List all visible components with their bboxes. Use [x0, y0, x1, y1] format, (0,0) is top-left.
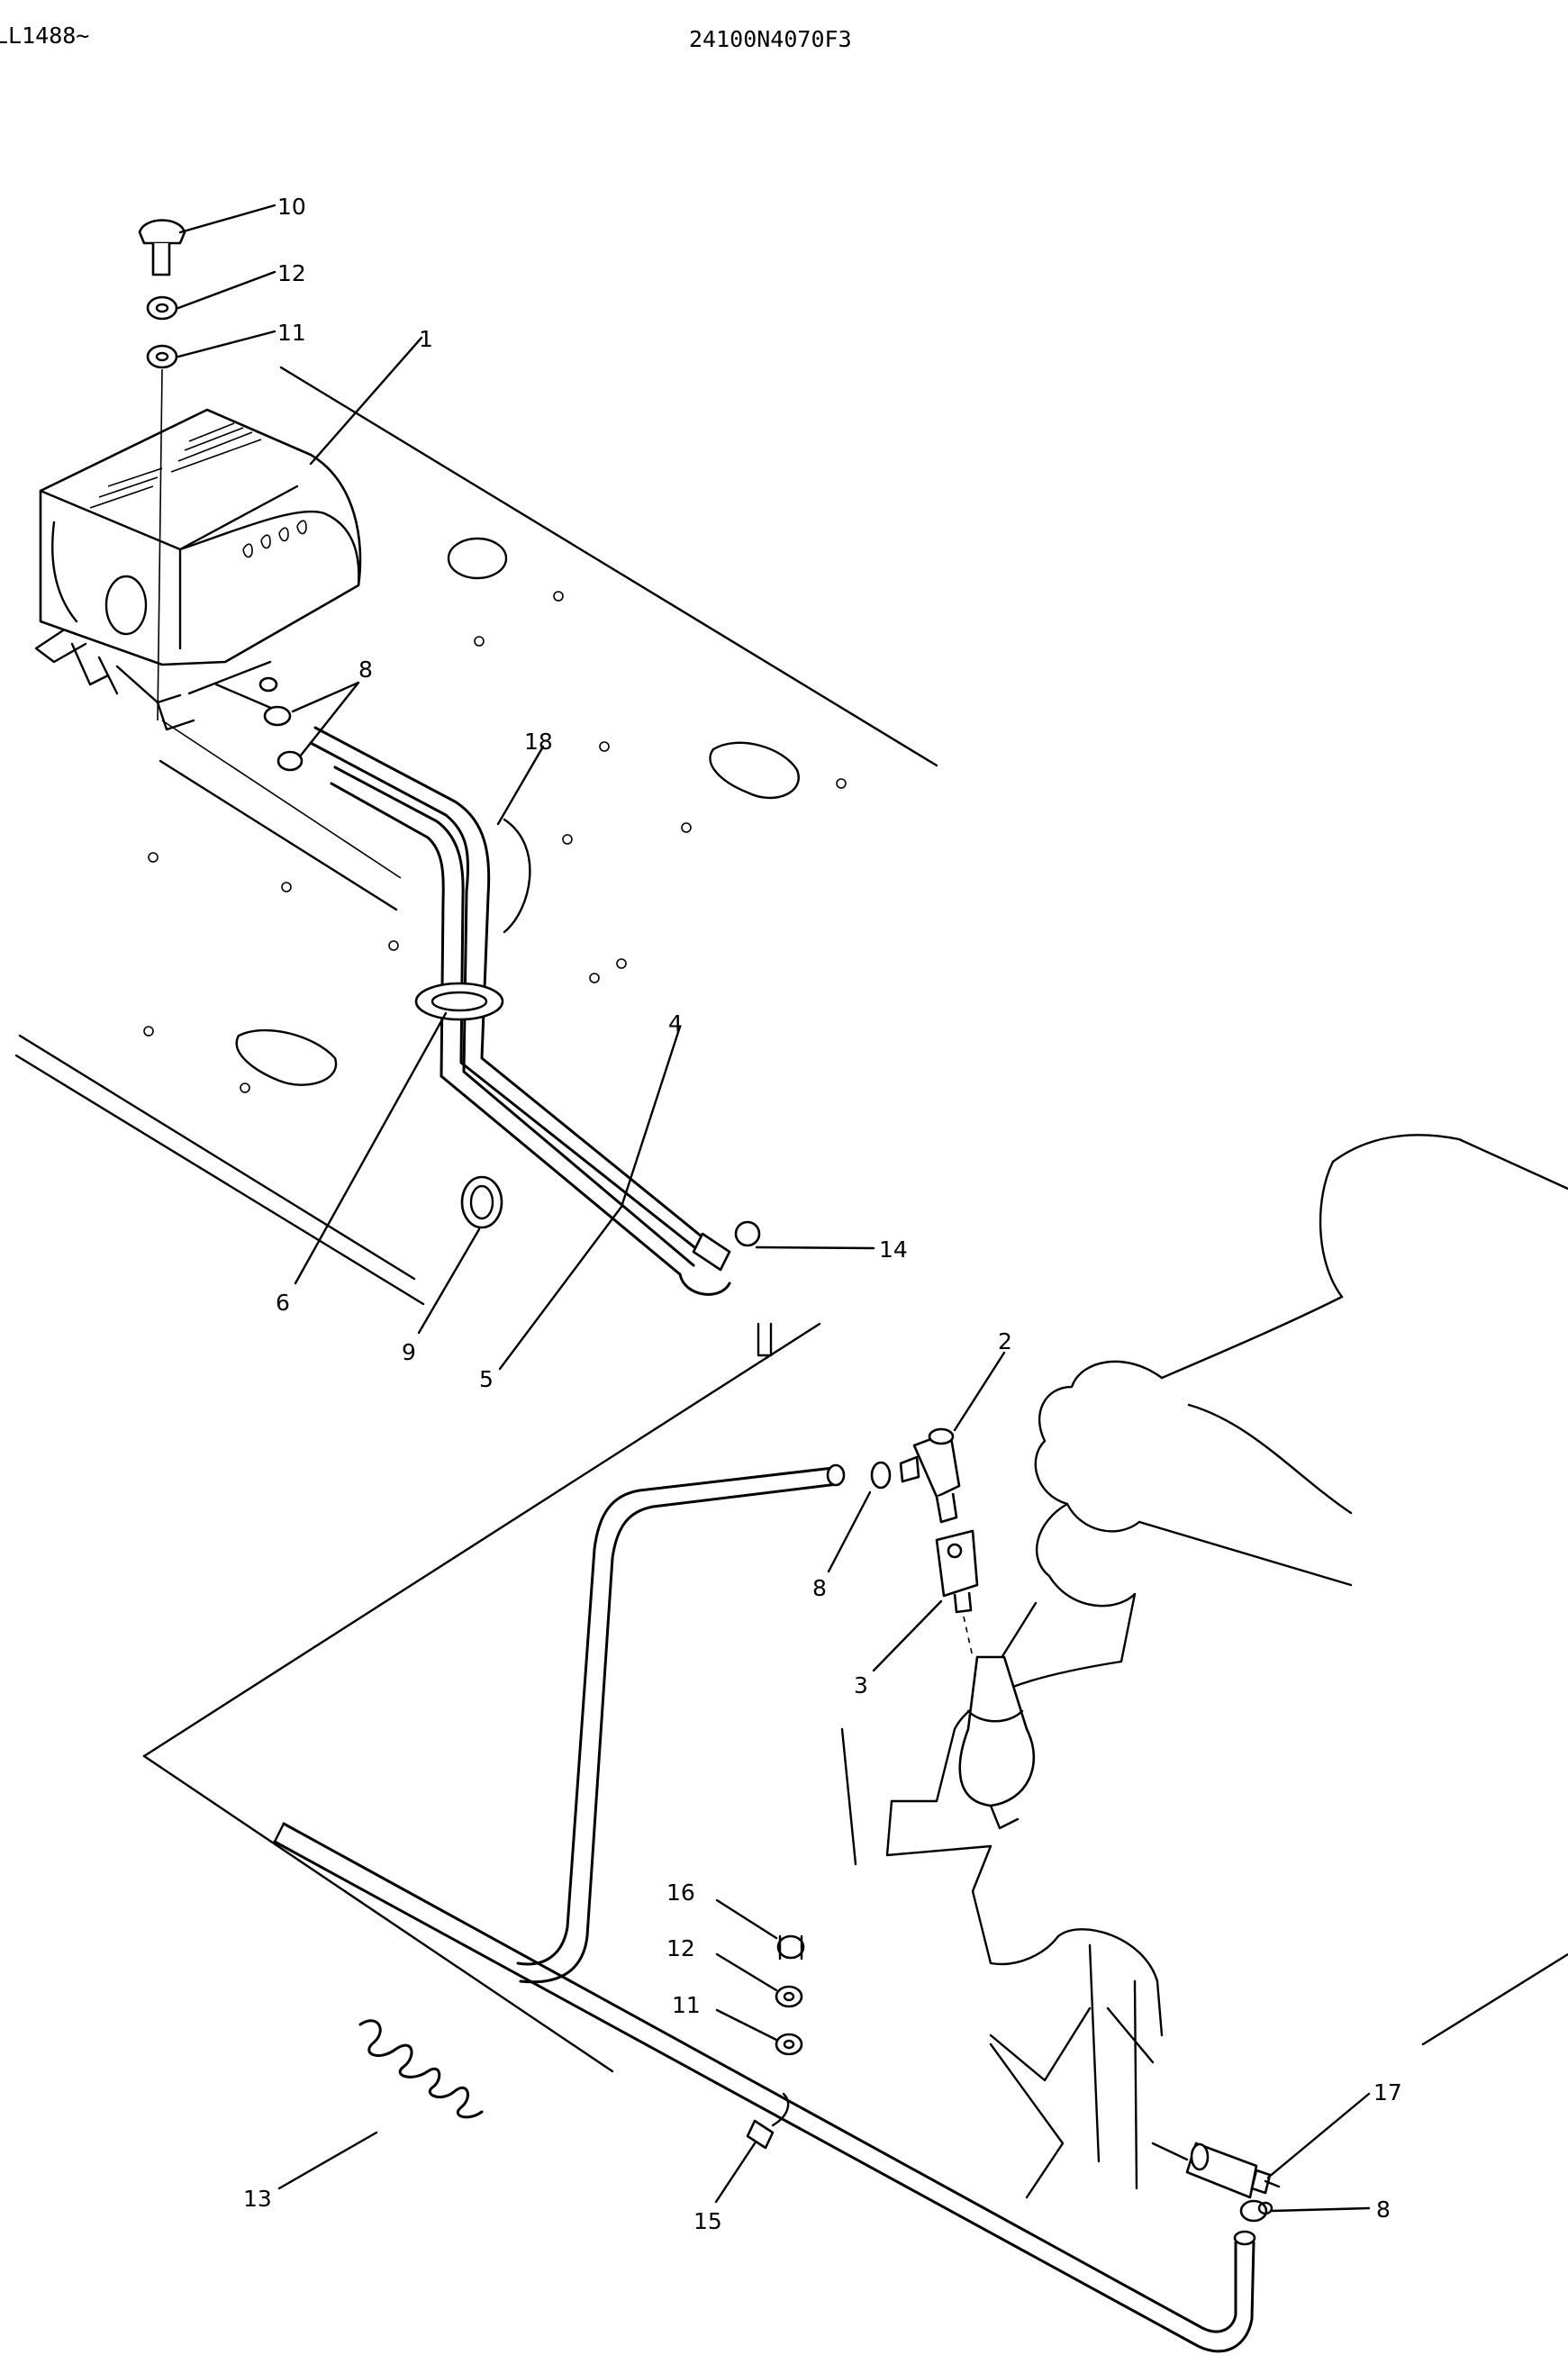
callout-15: 15: [693, 2208, 722, 2234]
pipe-clamp-15: [746, 2092, 790, 2150]
callout-11-lower: 11: [672, 1992, 701, 2018]
engine-block-outline: [840, 1134, 1568, 2199]
callout-11-top: 11: [277, 320, 306, 346]
callout-8-upper: 8: [358, 657, 373, 683]
heater-hoses: [309, 726, 731, 1296]
callout-5: 5: [479, 1366, 494, 1392]
heater-unit: [34, 408, 362, 731]
bolt-10: [138, 219, 186, 276]
callout-8-lower: 8: [1376, 2196, 1391, 2223]
coil-spring-13: [358, 2019, 484, 2119]
bolt-axis-line: [157, 368, 163, 721]
clamp-14: [692, 1220, 761, 1272]
callout-6: 6: [276, 1290, 290, 1316]
serial-range-label: LL1488~: [0, 23, 89, 49]
callout-16: 16: [666, 1879, 695, 1906]
clamp-ring-9: [460, 1175, 503, 1229]
grommet-6: [414, 982, 504, 1021]
small-bolt-stud: [757, 1322, 773, 1357]
water-filter-17: [1151, 2142, 1281, 2199]
thermostat-housing: [958, 1655, 1036, 1830]
floor-plate: [14, 366, 938, 2073]
plate-edge-line: [161, 720, 402, 879]
callout-18: 18: [524, 729, 553, 755]
hose-clamp-8-middle: [870, 1461, 892, 1490]
callout-14: 14: [879, 1236, 908, 1263]
hose-clamp-8-lower: [1239, 2199, 1273, 2223]
callout-12-lower: 12: [666, 1935, 695, 1961]
callout-9: 9: [402, 1339, 416, 1365]
nut-16: [776, 1934, 805, 1961]
callout-13: 13: [243, 2186, 272, 2212]
callout-17: 17: [1373, 2079, 1402, 2106]
callout-3: 3: [854, 1672, 868, 1698]
callout-4: 4: [668, 1010, 683, 1037]
washer-11-lower: [775, 2033, 803, 2056]
return-pipe: [273, 1463, 1256, 2353]
drawing-number: 24100N4070F3: [689, 26, 852, 52]
washer-11-top: [146, 344, 178, 369]
hose-clamp-8-upper: [263, 705, 304, 772]
callout-10: 10: [277, 194, 306, 220]
lock-washer-12-top: [146, 295, 178, 321]
callout-8-middle: 8: [812, 1575, 827, 1601]
callout-12-top: 12: [277, 260, 306, 286]
adapter-3: [935, 1529, 979, 1658]
leader-lines: [177, 204, 1371, 2213]
callout-1: 1: [419, 326, 433, 352]
lock-washer-12-lower: [775, 1985, 803, 2008]
water-valve-2: [899, 1427, 961, 1524]
callout-2: 2: [998, 1328, 1012, 1354]
